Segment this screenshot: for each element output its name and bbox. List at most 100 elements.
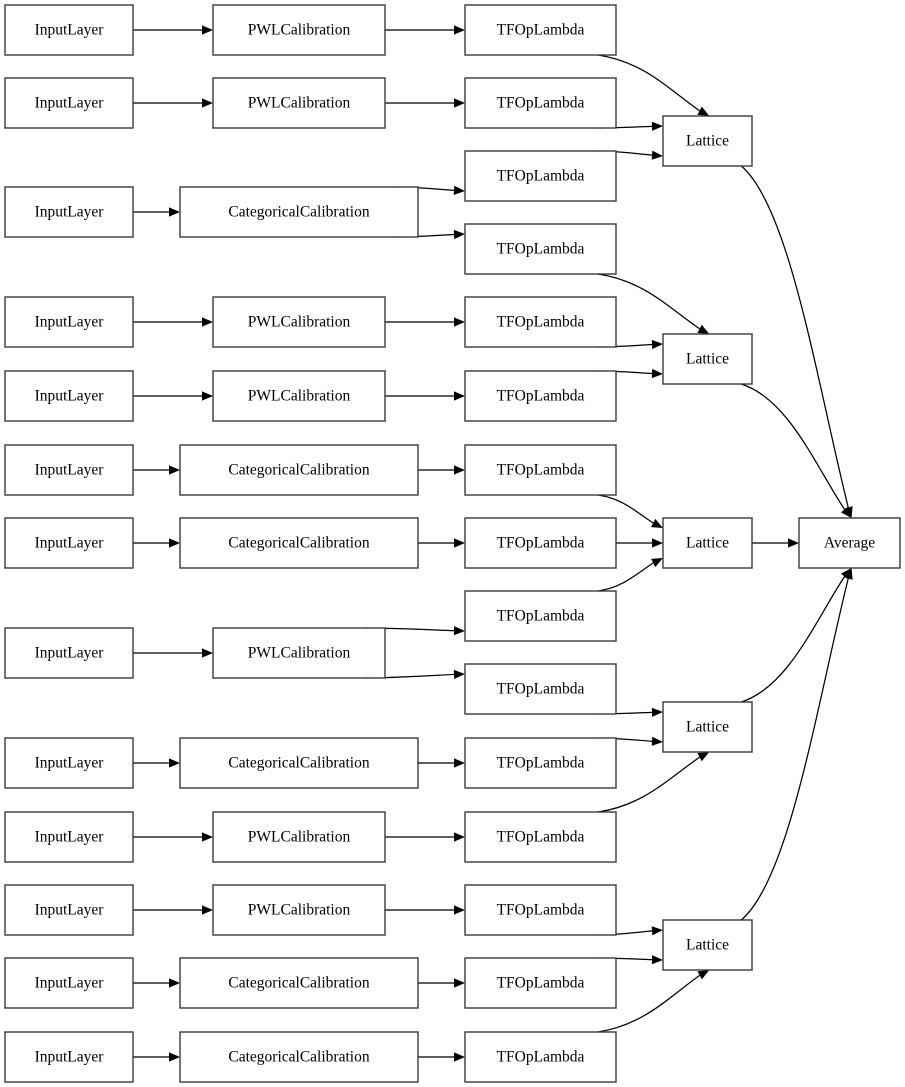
edge-line <box>741 576 846 703</box>
node-box[interactable] <box>212 4 386 56</box>
node-tfoplambda-t10[interactable]: TFOpLambda <box>464 663 617 715</box>
node-inputlayer-in10[interactable]: InputLayer <box>4 811 134 863</box>
node-tfoplambda-t5[interactable]: TFOpLambda <box>464 296 617 348</box>
node-box[interactable] <box>464 444 617 496</box>
node-box[interactable] <box>4 811 134 863</box>
node-box[interactable] <box>464 517 617 569</box>
node-box[interactable] <box>4 627 134 679</box>
node-box[interactable] <box>4 296 134 348</box>
node-pwlcalibration-c2[interactable]: PWLCalibration <box>212 77 386 129</box>
node-box[interactable] <box>662 701 753 753</box>
node-lattice-L4[interactable]: Lattice <box>662 701 753 753</box>
node-box[interactable] <box>464 957 617 1009</box>
node-box[interactable] <box>464 370 617 422</box>
node-pwlcalibration-c4[interactable]: PWLCalibration <box>212 296 386 348</box>
node-box[interactable] <box>464 1031 617 1083</box>
node-box[interactable] <box>179 444 419 496</box>
node-inputlayer-in3[interactable]: InputLayer <box>4 186 134 238</box>
node-box[interactable] <box>212 296 386 348</box>
node-box[interactable] <box>179 186 419 238</box>
node-box[interactable] <box>662 517 753 569</box>
node-tfoplambda-t15[interactable]: TFOpLambda <box>464 1031 617 1083</box>
node-categoricalcalibration-c3[interactable]: CategoricalCalibration <box>179 186 419 238</box>
node-average-avg[interactable]: Average <box>798 517 901 569</box>
node-inputlayer-in5[interactable]: InputLayer <box>4 370 134 422</box>
node-box[interactable] <box>4 444 134 496</box>
arrowhead-icon <box>454 98 465 108</box>
node-inputlayer-in9[interactable]: InputLayer <box>4 737 134 789</box>
node-box[interactable] <box>4 737 134 789</box>
node-inputlayer-in12[interactable]: InputLayer <box>4 957 134 1009</box>
node-box[interactable] <box>464 590 617 642</box>
node-box[interactable] <box>464 811 617 863</box>
node-inputlayer-in1[interactable]: InputLayer <box>4 4 134 56</box>
node-box[interactable] <box>662 115 753 167</box>
node-categoricalcalibration-c6[interactable]: CategoricalCalibration <box>179 444 419 496</box>
node-tfoplambda-t12[interactable]: TFOpLambda <box>464 811 617 863</box>
node-box[interactable] <box>179 957 419 1009</box>
node-box[interactable] <box>179 737 419 789</box>
node-box[interactable] <box>464 223 617 275</box>
node-inputlayer-in8[interactable]: InputLayer <box>4 627 134 679</box>
node-box[interactable] <box>4 77 134 129</box>
node-box[interactable] <box>4 957 134 1009</box>
node-inputlayer-in4[interactable]: InputLayer <box>4 296 134 348</box>
node-tfoplambda-t14[interactable]: TFOpLambda <box>464 957 617 1009</box>
node-tfoplambda-t9[interactable]: TFOpLambda <box>464 590 617 642</box>
node-box[interactable] <box>464 296 617 348</box>
node-tfoplambda-t2[interactable]: TFOpLambda <box>464 77 617 129</box>
node-box[interactable] <box>212 627 386 679</box>
node-box[interactable] <box>464 4 617 56</box>
node-pwlcalibration-c10[interactable]: PWLCalibration <box>212 811 386 863</box>
node-inputlayer-in6[interactable]: InputLayer <box>4 444 134 496</box>
node-box[interactable] <box>4 1031 134 1083</box>
node-pwlcalibration-c5[interactable]: PWLCalibration <box>212 370 386 422</box>
node-lattice-L5[interactable]: Lattice <box>662 919 753 971</box>
node-lattice-L2[interactable]: Lattice <box>662 333 753 385</box>
node-box[interactable] <box>4 884 134 936</box>
node-box[interactable] <box>4 4 134 56</box>
node-pwlcalibration-c8[interactable]: PWLCalibration <box>212 627 386 679</box>
node-lattice-L1[interactable]: Lattice <box>662 115 753 167</box>
node-box[interactable] <box>4 517 134 569</box>
node-tfoplambda-t11[interactable]: TFOpLambda <box>464 737 617 789</box>
node-pwlcalibration-c1[interactable]: PWLCalibration <box>212 4 386 56</box>
node-box[interactable] <box>179 517 419 569</box>
node-inputlayer-in7[interactable]: InputLayer <box>4 517 134 569</box>
node-pwlcalibration-c11[interactable]: PWLCalibration <box>212 884 386 936</box>
node-categoricalcalibration-c7[interactable]: CategoricalCalibration <box>179 517 419 569</box>
node-tfoplambda-t8[interactable]: TFOpLambda <box>464 517 617 569</box>
node-inputlayer-in11[interactable]: InputLayer <box>4 884 134 936</box>
node-box[interactable] <box>464 150 617 202</box>
node-box[interactable] <box>212 370 386 422</box>
node-box[interactable] <box>179 1031 419 1083</box>
node-tfoplambda-t1[interactable]: TFOpLambda <box>464 4 617 56</box>
edge-in8-to-c8 <box>133 648 213 658</box>
node-inputlayer-in2[interactable]: InputLayer <box>4 77 134 129</box>
node-tfoplambda-t7[interactable]: TFOpLambda <box>464 444 617 496</box>
node-box[interactable] <box>662 333 753 385</box>
node-box[interactable] <box>464 663 617 715</box>
node-categoricalcalibration-c9[interactable]: CategoricalCalibration <box>179 737 419 789</box>
node-tfoplambda-t6[interactable]: TFOpLambda <box>464 370 617 422</box>
node-box[interactable] <box>4 186 134 238</box>
node-inputlayer-in13[interactable]: InputLayer <box>4 1031 134 1083</box>
node-tfoplambda-t13[interactable]: TFOpLambda <box>464 884 617 936</box>
node-box[interactable] <box>464 737 617 789</box>
node-label: InputLayer <box>35 1049 105 1066</box>
node-box[interactable] <box>464 77 617 129</box>
node-lattice-L3[interactable]: Lattice <box>662 517 753 569</box>
node-box[interactable] <box>798 517 901 569</box>
node-tfoplambda-t3[interactable]: TFOpLambda <box>464 150 617 202</box>
node-box[interactable] <box>212 811 386 863</box>
node-box[interactable] <box>212 77 386 129</box>
node-box[interactable] <box>662 919 753 971</box>
arrowhead-icon <box>697 106 710 116</box>
node-categoricalcalibration-c12[interactable]: CategoricalCalibration <box>179 957 419 1009</box>
node-tfoplambda-t4[interactable]: TFOpLambda <box>464 223 617 275</box>
node-box[interactable] <box>464 884 617 936</box>
node-categoricalcalibration-c13[interactable]: CategoricalCalibration <box>179 1031 419 1083</box>
node-box[interactable] <box>4 370 134 422</box>
node-box[interactable] <box>212 884 386 936</box>
arrowhead-icon <box>651 368 663 379</box>
